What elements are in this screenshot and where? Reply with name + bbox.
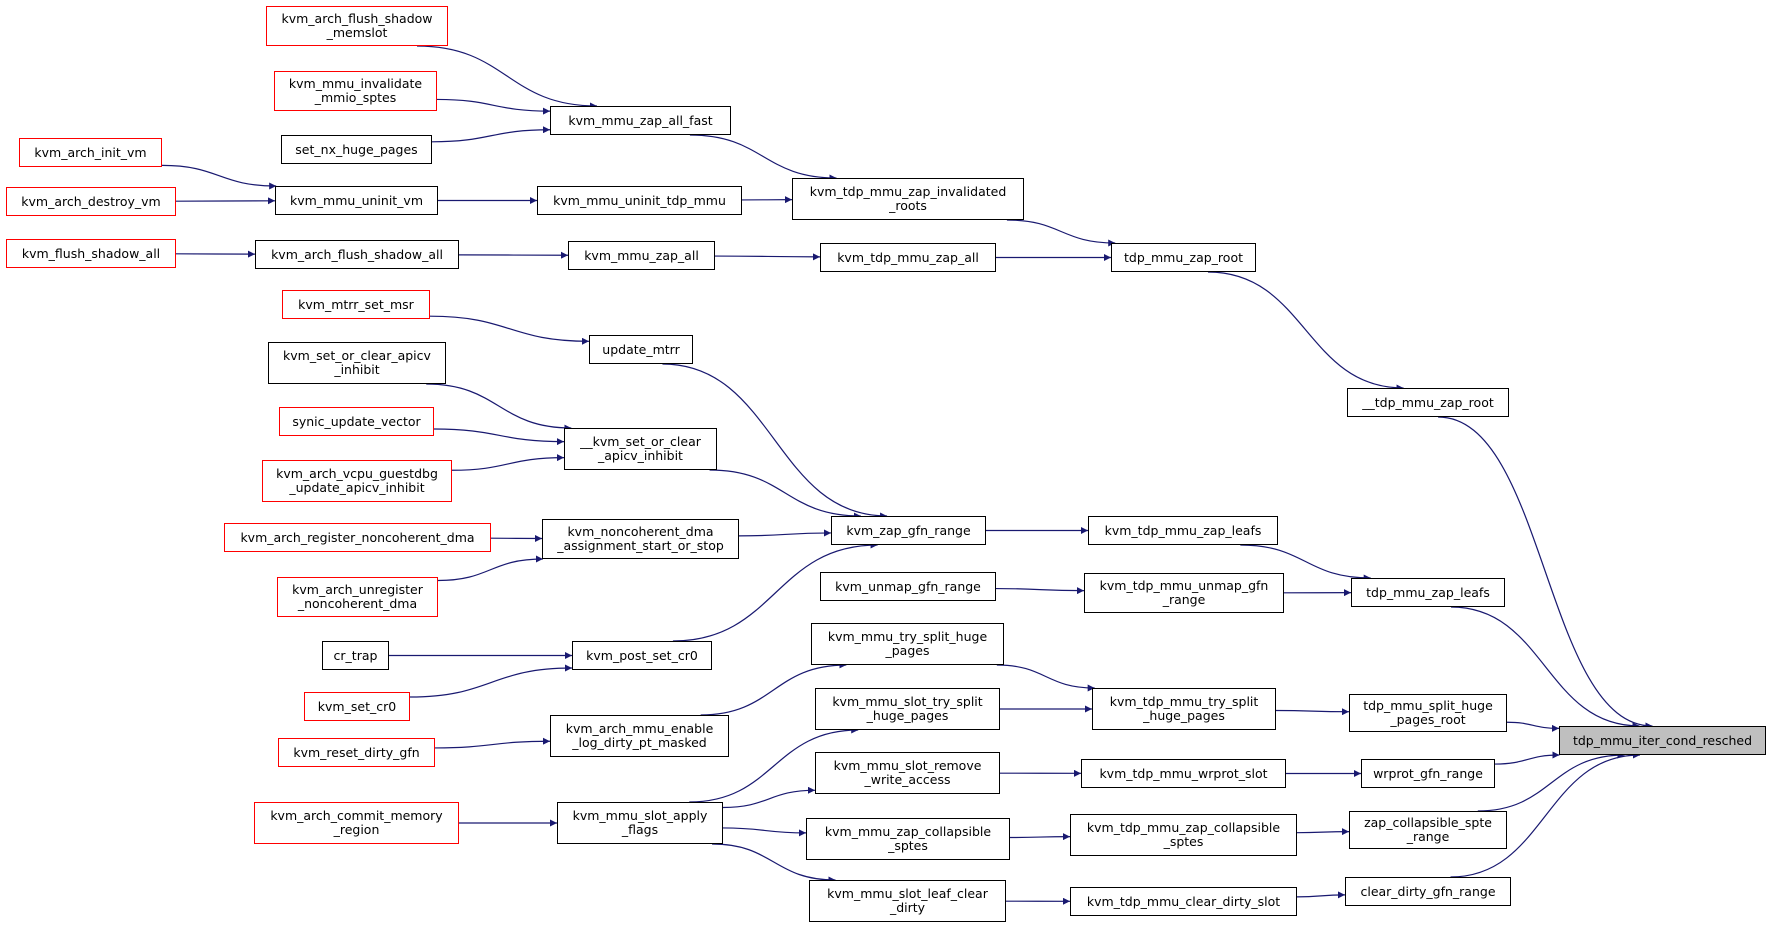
node-kvm-unmap-gfn-range[interactable]: kvm_unmap_gfn_range [820,572,996,601]
edge-kvm-arch-unregister-noncoherent-dma-to-kvm-noncoherent-dma-assignment-start-or-stop [437,555,543,582]
node-kvm-noncoherent-dma-assignment-start-or-stop[interactable]: kvm_noncoherent_dma _assignment_start_or… [542,519,739,559]
node-kvm-tdp-mmu-clear-dirty-slot[interactable]: kvm_tdp_mmu_clear_dirty_slot [1070,887,1297,916]
edge-tdp-mmu-zap-leafs-to-root [1450,606,1640,730]
edge-kvm-noncoherent-dma-assignment-start-or-stop-to-kvm-zap-gfn-range [738,529,832,537]
edge-kvm-mmu-slot-apply-flags-to-kvm-mmu-slot-remove-write-access [722,786,816,809]
node-kvm-set-cr0[interactable]: kvm_set_cr0 [304,692,410,721]
node-cr-trap[interactable]: cr_trap [322,641,389,670]
node-set-nx-huge-pages[interactable]: set_nx_huge_pages [281,135,432,164]
edge-kvm-post-set-cr0-to-kvm-zap-gfn-range [672,541,878,642]
edge-set-nx-huge-pages-to-kvm-mmu-zap-all-fast [431,126,551,143]
node-kvm-tdp-mmu-unmap-gfn-range[interactable]: kvm_tdp_mmu_unmap_gfn _range [1084,573,1284,613]
node-root: tdp_mmu_iter_cond_resched [1559,726,1766,755]
node-kvm-tdp-mmu-wrprot-slot[interactable]: kvm_tdp_mmu_wrprot_slot [1081,759,1286,788]
edge-kvm-mmu-zap-all-fast-to-kvm-tdp-mmu-zap-invalidated-roots [689,134,837,182]
edge-kvm-set-cr0-to-kvm-post-set-cr0 [409,664,573,698]
node-kvm-tdp-mmu-zap-leafs[interactable]: kvm_tdp_mmu_zap_leafs [1088,516,1278,545]
node-kvm-arch-flush-shadow-all[interactable]: kvm_arch_flush_shadow_all [255,240,459,269]
node-kvm-mmu-zap-all-fast[interactable]: kvm_mmu_zap_all_fast [550,106,731,135]
edge-kvm-mmu-try-split-huge-pages-to-kvm-tdp-mmu-try-split-huge-pages [996,664,1095,692]
node-kvm-mmu-try-split-huge-pages[interactable]: kvm_mmu_try_split_huge _pages [811,623,1004,665]
node-kvm-arch-unregister-noncoherent-dma[interactable]: kvm_arch_unregister _noncoherent_dma [277,577,438,617]
edge-kvm-mtrr-set-msr-to-update-mtrr [429,315,590,345]
node-update-mtrr[interactable]: update_mtrr [589,335,693,364]
node-kvm-mmu-slot-leaf-clear-dirty[interactable]: kvm_mmu_slot_leaf_clear _dirty [809,880,1006,922]
node-kvm-reset-dirty-gfn[interactable]: kvm_reset_dirty_gfn [278,738,435,767]
edge-kvm-mmu-zap-collapsible-sptes-to-kvm-tdp-mmu-zap-collapsible-sptes [1009,833,1071,841]
node-kvm-arch-destroy-vm[interactable]: kvm_arch_destroy_vm [6,187,176,216]
node-kvm-mmu-uninit-tdp-mmu[interactable]: kvm_mmu_uninit_tdp_mmu [537,186,742,215]
edge-tdp-mmu-zap-root-dunder-to-root [1438,416,1653,730]
node-kvm-mtrr-set-msr[interactable]: kvm_mtrr_set_msr [282,290,430,319]
node-kvm-mmu-slot-try-split-huge-pages[interactable]: kvm_mmu_slot_try_split _huge_pages [815,688,1000,730]
node-kvm-arch-vcpu-guestdbg-update-apicv-inhibit[interactable]: kvm_arch_vcpu_guestdbg _update_apicv_inh… [262,460,452,502]
node-synic-update-vector[interactable]: synic_update_vector [279,407,434,436]
edge-kvm-tdp-mmu-clear-dirty-slot-to-clear-dirty-gfn-range [1296,891,1346,899]
node-kvm-arch-register-noncoherent-dma[interactable]: kvm_arch_register_noncoherent_dma [224,523,491,552]
edge-kvm-reset-dirty-gfn-to-kvm-arch-mmu-enable-log-dirty-pt-masked [434,737,551,749]
node-kvm-arch-flush-shadow-memslot[interactable]: kvm_arch_flush_shadow _memslot [266,6,448,46]
edge-update-mtrr-to-kvm-zap-gfn-range [662,363,888,520]
edge-zap-collapsible-spte-range-to-root [1477,751,1625,812]
node-kvm-post-set-cr0[interactable]: kvm_post_set_cr0 [572,641,712,670]
node-tdp-mmu-zap-leafs[interactable]: tdp_mmu_zap_leafs [1351,578,1505,607]
node-kvm-mmu-uninit-vm[interactable]: kvm_mmu_uninit_vm [275,186,438,215]
edge-kvm-arch-vcpu-guestdbg-update-apicv-inhibit-to-kvm-set-or-clear-apicv-inhibit-dunder [451,454,565,471]
node-tdp-mmu-split-huge-pages-root[interactable]: tdp_mmu_split_huge _pages_root [1349,694,1507,732]
node-clear-dirty-gfn-range[interactable]: clear_dirty_gfn_range [1345,877,1511,906]
edge-tdp-mmu-zap-root-to-tdp-mmu-zap-root-dunder [1207,271,1404,392]
edge-kvm-mmu-slot-apply-flags-to-kvm-mmu-slot-try-split-huge-pages [689,726,859,803]
edge-tdp-mmu-split-huge-pages-root-to-root [1506,721,1560,732]
node-kvm-arch-commit-memory-region[interactable]: kvm_arch_commit_memory _region [254,802,459,844]
edge-kvm-tdp-mmu-zap-invalidated-roots-to-tdp-mmu-zap-root [1006,219,1116,247]
edge-kvm-arch-flush-shadow-memslot-to-kvm-mmu-zap-all-fast [416,45,598,110]
node-kvm-zap-gfn-range[interactable]: kvm_zap_gfn_range [831,516,986,545]
edge-kvm-mmu-slot-apply-flags-to-kvm-mmu-slot-leaf-clear-dirty [712,843,836,884]
node-kvm-flush-shadow-all[interactable]: kvm_flush_shadow_all [6,239,176,268]
node-kvm-mmu-slot-remove-write-access[interactable]: kvm_mmu_slot_remove _write_access [815,752,1000,794]
edge-kvm-mmu-slot-apply-flags-to-kvm-mmu-zap-collapsible-sptes [722,827,807,837]
node-kvm-tdp-mmu-zap-invalidated-roots[interactable]: kvm_tdp_mmu_zap_invalidated _roots [792,178,1024,220]
node-kvm-arch-mmu-enable-log-dirty-pt-masked[interactable]: kvm_arch_mmu_enable _log_dirty_pt_masked [550,715,729,757]
node-kvm-arch-init-vm[interactable]: kvm_arch_init_vm [19,138,162,167]
node-kvm-tdp-mmu-try-split-huge-pages[interactable]: kvm_tdp_mmu_try_split _huge_pages [1092,688,1276,730]
edge-wrprot-gfn-range-to-root [1494,751,1560,765]
edge-kvm-mmu-invalidate-mmio-sptes-to-kvm-mmu-zap-all-fast [436,98,551,115]
node-kvm-tdp-mmu-zap-all[interactable]: kvm_tdp_mmu_zap_all [820,243,996,272]
edge-kvm-unmap-gfn-range-to-kvm-tdp-mmu-unmap-gfn-range [995,587,1085,595]
node-kvm-mmu-zap-all[interactable]: kvm_mmu_zap_all [568,241,715,270]
edge-kvm-arch-init-vm-to-kvm-mmu-uninit-vm [161,164,277,190]
node-kvm-set-or-clear-apicv-inhibit[interactable]: kvm_set_or_clear_apicv _inhibit [268,342,446,384]
node-tdp-mmu-zap-root[interactable]: tdp_mmu_zap_root [1111,243,1256,272]
edge-clear-dirty-gfn-range-to-root [1450,751,1640,878]
edge-kvm-set-or-clear-apicv-inhibit-to-kvm-set-or-clear-apicv-inhibit-dunder [426,383,572,432]
edge-kvm-tdp-mmu-zap-leafs-to-tdp-mmu-zap-leafs [1240,544,1371,582]
node-zap-collapsible-spte-range[interactable]: zap_collapsible_spte _range [1349,811,1507,849]
edge-kvm-tdp-mmu-zap-collapsible-sptes-to-zap-collapsible-spte-range [1296,828,1350,836]
node-kvm-mmu-zap-collapsible-sptes[interactable]: kvm_mmu_zap_collapsible _sptes [806,818,1010,860]
edge-kvm-arch-mmu-enable-log-dirty-pt-masked-to-kvm-mmu-try-split-huge-pages [700,661,847,716]
edge-kvm-mmu-zap-all-to-kvm-tdp-mmu-zap-all [714,253,821,261]
node-wrprot-gfn-range[interactable]: wrprot_gfn_range [1361,759,1495,788]
edge-synic-update-vector-to-kvm-set-or-clear-apicv-inhibit-dunder [433,428,565,446]
node-kvm-mmu-invalidate-mmio-sptes[interactable]: kvm_mmu_invalidate _mmio_sptes [274,71,437,111]
edge-kvm-set-or-clear-apicv-inhibit-dunder-to-kvm-zap-gfn-range [709,469,861,520]
edge-kvm-tdp-mmu-try-split-huge-pages-to-tdp-mmu-split-huge-pages-root [1275,708,1350,716]
node-tdp-mmu-zap-root-dunder[interactable]: __tdp_mmu_zap_root [1347,388,1509,417]
node-kvm-set-or-clear-apicv-inhibit-dunder[interactable]: __kvm_set_or_clear _apicv_inhibit [564,428,717,470]
node-kvm-mmu-slot-apply-flags[interactable]: kvm_mmu_slot_apply _flags [557,802,723,844]
node-kvm-tdp-mmu-zap-collapsible-sptes[interactable]: kvm_tdp_mmu_zap_collapsible _sptes [1070,814,1297,856]
